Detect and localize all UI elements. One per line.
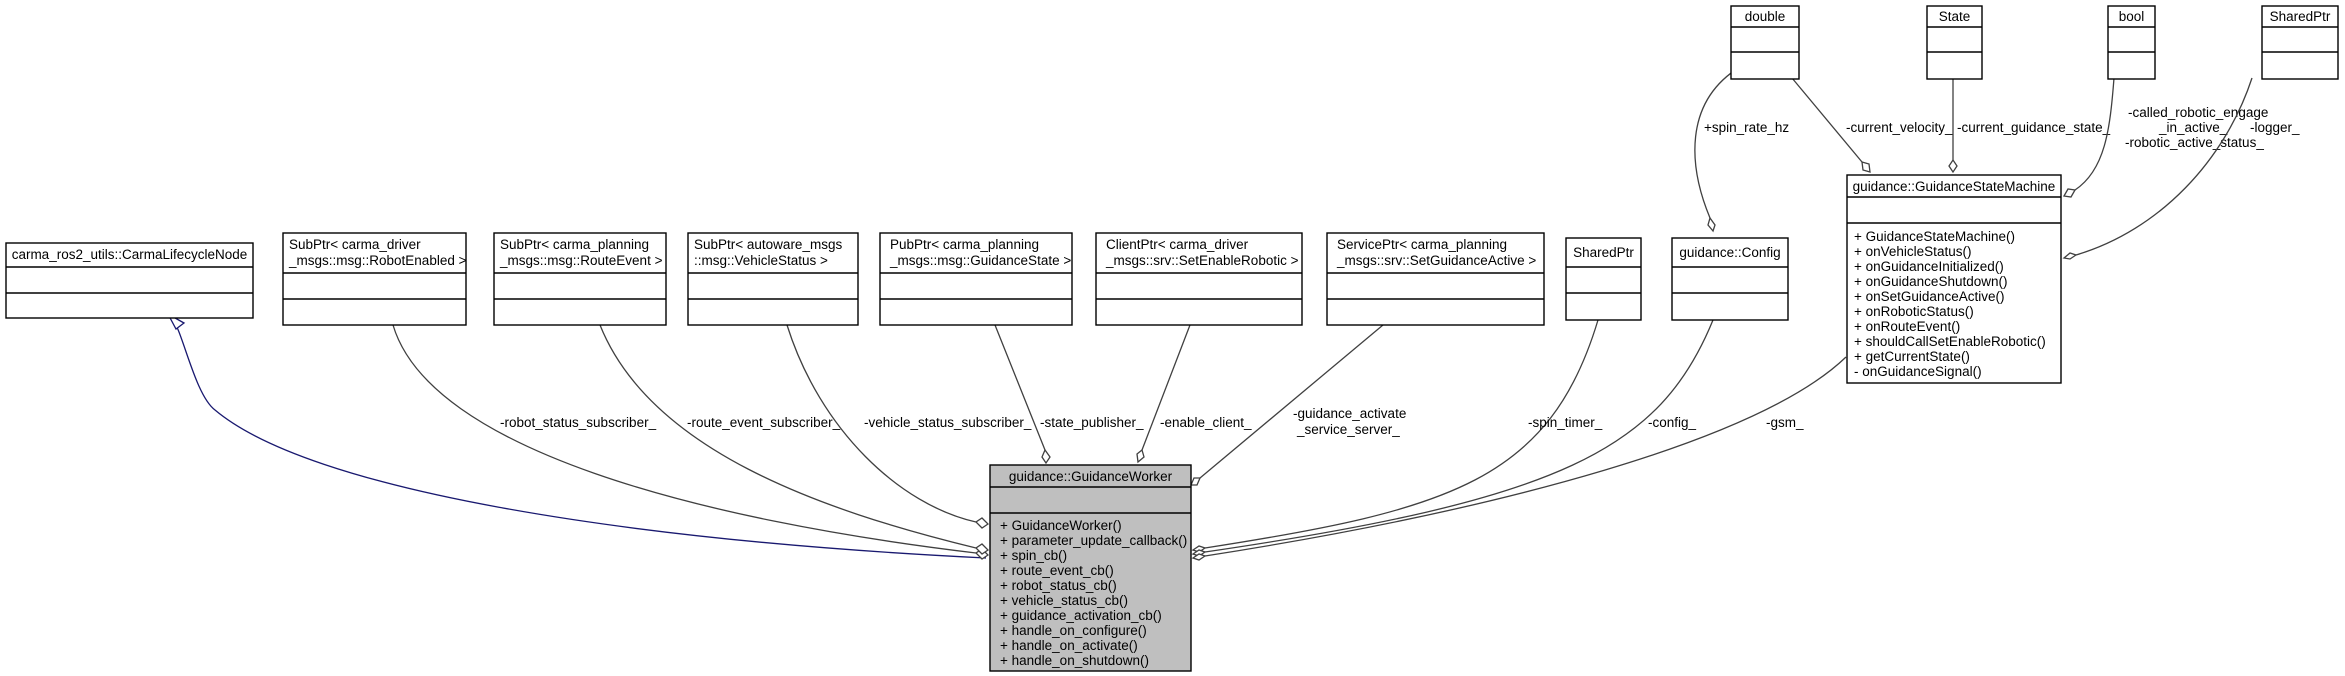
class-subptr-robot-enabled: SubPtr< carma_driver _msgs::msg::RobotEn… (282, 232, 467, 326)
edge-guidance-activate-service-server: -guidance_activate _service_server_ (1190, 324, 1406, 486)
class-title-line-2: ::msg::VehicleStatus > (694, 253, 828, 268)
class-title: guidance::GuidanceStateMachine (1853, 179, 2056, 194)
edge-label-guidance-activate-2: _service_server_ (1296, 422, 1400, 437)
edge-label-current-guidance-state: -current_guidance_state_ (1957, 120, 2111, 135)
class-title-line-1: SubPtr< autoware_msgs (694, 237, 842, 252)
class-type-double: double (1730, 5, 1800, 80)
member-5: + onRoboticStatus() (1854, 304, 1974, 319)
class-carma-lifecycle-node: carma_ros2_utils::CarmaLifecycleNode (5, 242, 254, 319)
class-title-line-2: _msgs::srv::SetEnableRobotic > (1105, 253, 1299, 268)
class-clientptr-set-enable-robotic: ClientPtr< carma_driver _msgs::srv::SetE… (1095, 232, 1303, 326)
edge-label-spin-timer: -spin_timer_ (1528, 415, 1603, 430)
member-8: + getCurrentState() (1854, 349, 1970, 364)
edge-label-spin-rate-hz: +spin_rate_hz (1704, 120, 1789, 135)
edge-label-called-robotic-engage: -called_robotic_engage (2128, 105, 2268, 120)
member-2: + spin_cb() (1000, 548, 1067, 563)
edge-route-event-subscriber: -route_event_subscriber_ (599, 324, 990, 555)
class-title-line-1: PubPtr< carma_planning (890, 237, 1039, 252)
edge-label-current-velocity: -current_velocity_ (1846, 120, 1953, 135)
class-title-line-1: SubPtr< carma_driver (289, 237, 421, 252)
member-9: + handle_on_shutdown() (1000, 653, 1149, 668)
class-type-state: State (1926, 5, 1983, 80)
class-title-line-1: ClientPtr< carma_driver (1106, 237, 1249, 252)
class-title-line-1: SubPtr< carma_planning (500, 237, 649, 252)
member-6: + onRouteEvent() (1854, 319, 1960, 334)
edge-current-velocity: -current_velocity_ (1791, 77, 1953, 173)
edge-gsm: -gsm_ (1191, 356, 1847, 561)
class-serviceptr-set-guidance-active: ServicePtr< carma_planning _msgs::srv::S… (1326, 232, 1545, 326)
member-7: + shouldCallSetEnableRobotic() (1854, 334, 2046, 349)
edge-label-guidance-activate-1: -guidance_activate (1293, 406, 1406, 421)
edge-robotic-flags: -called_robotic_engage _in_active_ -robo… (2062, 77, 2268, 198)
edge-label-logger: -logger_ (2250, 120, 2300, 135)
class-title: bool (2119, 9, 2145, 24)
class-type-bool: bool (2107, 5, 2156, 80)
edge-label-enable-client: -enable_client_ (1160, 415, 1252, 430)
edge-config: -config_ (1191, 319, 1714, 557)
class-title: SharedPtr (1573, 245, 1634, 260)
class-guidance-state-machine: guidance::GuidanceStateMachine + Guidanc… (1846, 174, 2062, 384)
edge-label-robotic-active-status: -robotic_active_status_ (2125, 135, 2264, 150)
member-9: - onGuidanceSignal() (1854, 364, 1982, 379)
edge-robot-status-subscriber: -robot_status_subscriber_ (392, 324, 990, 560)
edge-enable-client: -enable_client_ (1136, 324, 1252, 464)
class-title-line-2: _msgs::srv::SetGuidanceActive > (1336, 253, 1536, 268)
edge-state-publisher: -state_publisher_ (994, 324, 1144, 465)
class-subptr-vehicle-status: SubPtr< autoware_msgs ::msg::VehicleStat… (687, 232, 859, 326)
member-1: + onVehicleStatus() (1854, 244, 1971, 259)
member-3: + route_event_cb() (1000, 563, 1114, 578)
member-5: + vehicle_status_cb() (1000, 593, 1128, 608)
class-shared-ptr-logger: SharedPtr (2261, 5, 2339, 80)
member-0: + GuidanceWorker() (1000, 518, 1122, 533)
member-0: + GuidanceStateMachine() (1854, 229, 2015, 244)
class-title: carma_ros2_utils::CarmaLifecycleNode (12, 247, 248, 262)
class-title: State (1939, 9, 1971, 24)
member-1: + parameter_update_callback() (1000, 533, 1187, 548)
member-3: + onGuidanceShutdown() (1854, 274, 2007, 289)
class-title-line-1: ServicePtr< carma_planning (1337, 237, 1507, 252)
edge-label-config: -config_ (1648, 415, 1697, 430)
edge-spin-timer: -spin_timer_ (1191, 319, 1603, 553)
member-6: + guidance_activation_cb() (1000, 608, 1162, 623)
edges: -robot_status_subscriber_ -route_event_s… (166, 63, 2300, 561)
edge-label-gsm: -gsm_ (1766, 415, 1804, 430)
member-8: + handle_on_activate() (1000, 638, 1138, 653)
edge-logger: -logger_ (2062, 77, 2300, 260)
member-7: + handle_on_configure() (1000, 623, 1147, 638)
member-4: + robot_status_cb() (1000, 578, 1117, 593)
edge-inheritance-carma-lifecycle-node (166, 312, 987, 559)
class-pubptr-guidance-state: PubPtr< carma_planning _msgs::msg::Guida… (879, 232, 1073, 326)
class-guidance-worker: guidance::GuidanceWorker + GuidanceWorke… (989, 464, 1192, 672)
class-title: guidance::Config (1679, 245, 1780, 260)
class-title-line-2: _msgs::msg::RouteEvent > (499, 253, 663, 268)
edge-label-vehicle-status-subscriber: -vehicle_status_subscriber_ (864, 415, 1032, 430)
class-title: guidance::GuidanceWorker (1009, 469, 1173, 484)
class-guidance-config: guidance::Config (1671, 237, 1789, 321)
edge-current-guidance-state: -current_guidance_state_ (1948, 78, 2111, 174)
member-4: + onSetGuidanceActive() (1854, 289, 2004, 304)
class-title: double (1745, 9, 1786, 24)
edge-label-route-event-subscriber: -route_event_subscriber_ (687, 415, 841, 430)
edge-label-robot-status-subscriber: -robot_status_subscriber_ (500, 415, 657, 430)
class-title-line-2: _msgs::msg::RobotEnabled > (288, 253, 467, 268)
class-subptr-route-event: SubPtr< carma_planning _msgs::msg::Route… (493, 232, 667, 326)
class-title-line-2: _msgs::msg::GuidanceState > (889, 253, 1071, 268)
member-2: + onGuidanceInitialized() (1854, 259, 2004, 274)
class-title: SharedPtr (2270, 9, 2331, 24)
edge-label-in-active: _in_active_ (2158, 120, 2228, 135)
edge-label-state-publisher: -state_publisher_ (1040, 415, 1144, 430)
edge-vehicle-status-subscriber: -vehicle_status_subscriber_ (786, 324, 1032, 529)
edge-spin-rate-hz: +spin_rate_hz (1694, 63, 1789, 233)
class-shared-ptr-timer: SharedPtr (1565, 237, 1642, 321)
